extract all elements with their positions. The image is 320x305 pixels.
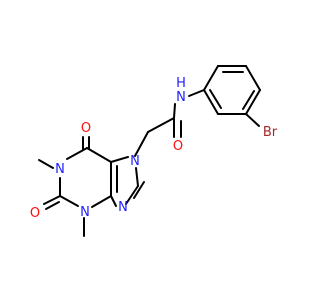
molecule-diagram: N H Br O O O N N N N (30, 65, 278, 237)
n-carbonyl-bond (173, 103, 176, 119)
carbonyl-ch2-bond (147, 117, 175, 133)
n9-label: N (118, 200, 128, 215)
n3-label: N (80, 205, 90, 220)
pyrimidine-ring (38, 136, 118, 237)
n1-label: N (55, 162, 65, 177)
amide-hydrogen-label: H (176, 76, 186, 91)
lower-carbonyl-oxygen-label: O (30, 206, 40, 221)
imidazole-ring (110, 156, 145, 207)
n-aryl-bond (188, 89, 205, 97)
amide-nitrogen-label: N (176, 90, 186, 105)
structure-svg: N H Br O O O N N N N (30, 65, 278, 237)
atom-labels: N H Br O O O N N N N (30, 76, 278, 221)
phenyl-ring (203, 65, 261, 115)
bromine-label: Br (263, 125, 278, 140)
ch2-n7-bond (134, 131, 149, 157)
amide-oxygen-label: O (173, 139, 183, 154)
n7-label: N (130, 154, 140, 169)
upper-carbonyl-oxygen-label: O (81, 121, 91, 136)
c-br-bond (245, 113, 260, 127)
